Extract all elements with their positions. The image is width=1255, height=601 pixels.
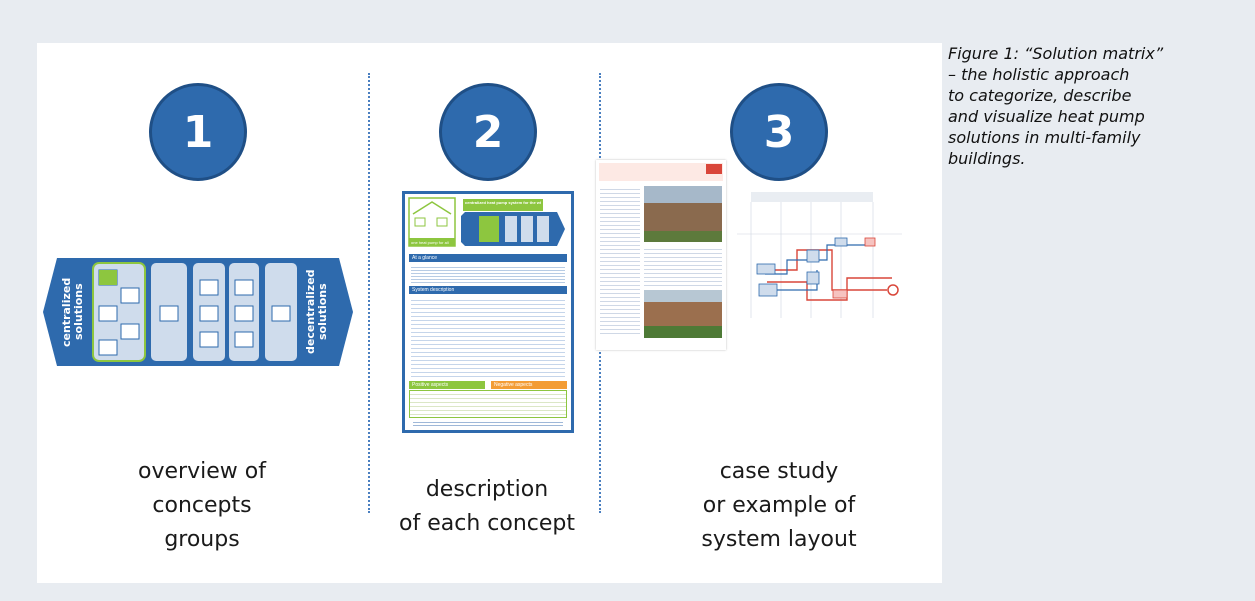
system-description-bar: System description <box>409 286 567 294</box>
glance-lines <box>411 265 565 283</box>
step-2-caption: description of each concept <box>399 477 575 536</box>
step-2-number: 2 <box>472 106 504 158</box>
step-2-circle: 2 <box>439 83 537 181</box>
aspects-boxes <box>409 390 567 418</box>
top-banner-text: centralized heat pump system for the who… <box>465 200 541 205</box>
figure-caption: Figure 1: “Solution matrix” – the holist… <box>948 44 1164 168</box>
left-tag-text: one heat pump for all <box>411 240 449 245</box>
step-3-circle: 3 <box>730 83 828 181</box>
footer-lines <box>413 420 563 426</box>
case-study-page <box>596 160 726 350</box>
system-layout-graphic <box>737 190 902 320</box>
step-1-circle: 1 <box>149 83 247 181</box>
positive-aspects-bar: Positive aspects <box>409 381 485 389</box>
step-3-caption: case study or example of system layout <box>701 459 857 552</box>
case-photo-2 <box>644 290 722 338</box>
description-lines <box>411 297 565 377</box>
concept-schematic <box>408 197 565 247</box>
step-1-caption: overview of concepts groups <box>138 459 266 552</box>
divider-1 <box>368 73 370 513</box>
step-1-number: 1 <box>182 106 214 158</box>
concept-groups-graphic <box>43 258 353 366</box>
case-header <box>599 163 723 181</box>
case-logo <box>706 164 722 174</box>
case-text-left <box>600 186 640 336</box>
case-text-middle <box>644 246 722 286</box>
negative-aspects-bar: Negative aspects <box>491 381 567 389</box>
case-photo-1 <box>644 186 722 242</box>
concept-description-sheet: centralized heat pump system for the who… <box>402 191 574 433</box>
step-3-number: 3 <box>763 106 795 158</box>
system-layout-diagram <box>737 190 902 320</box>
at-a-glance-bar: At a glance <box>409 254 567 262</box>
